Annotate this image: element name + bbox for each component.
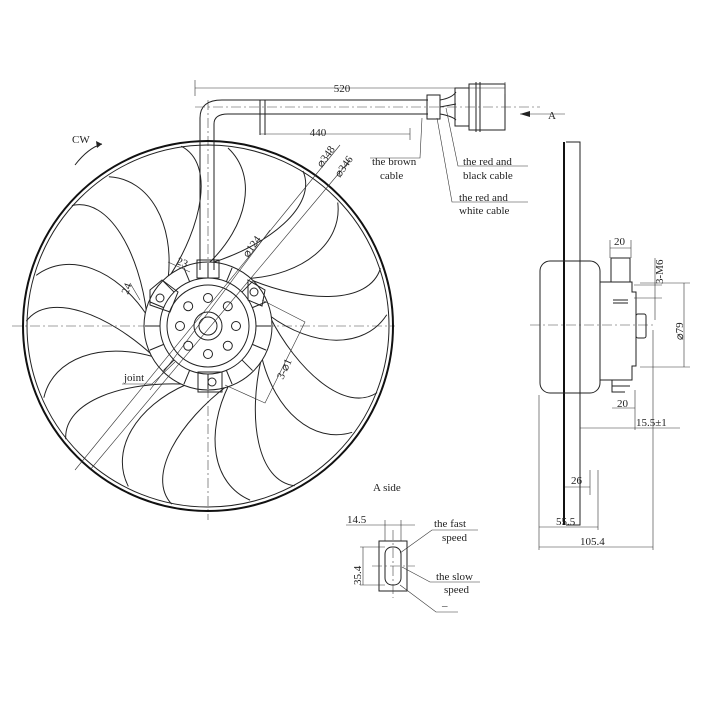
motor-hole bbox=[231, 321, 241, 331]
a-side-view: A side 14.5 35.4 the fast speed the slow… bbox=[346, 482, 480, 613]
shaft-boss bbox=[193, 311, 223, 341]
a-side-title: A side bbox=[373, 482, 401, 494]
fan-blade bbox=[254, 356, 353, 487]
dimension-3-m6: 3-M6 bbox=[654, 259, 666, 284]
fan-blade bbox=[35, 204, 148, 316]
hub-spoke bbox=[241, 359, 253, 371]
motor-hole bbox=[183, 301, 194, 312]
hub-spoke bbox=[225, 267, 233, 282]
dimension-14-5: 14.5 bbox=[347, 514, 367, 526]
brown-cable-label-2: cable bbox=[380, 170, 403, 182]
dimension-35-4: 35.4 bbox=[352, 565, 364, 585]
dimension-55-5: 55.5 bbox=[556, 516, 576, 528]
dimension-24: 24 bbox=[120, 281, 135, 296]
fan-blade bbox=[25, 306, 155, 398]
fan-blades bbox=[25, 145, 388, 505]
hub-spoke bbox=[241, 281, 253, 293]
motor-hole bbox=[222, 301, 233, 312]
dimension-d346: ⌀346 bbox=[333, 153, 356, 179]
dimension-d348: ⌀348 bbox=[315, 143, 338, 169]
mount-bracket bbox=[247, 279, 266, 307]
red-black-cable-label: the red and bbox=[463, 156, 512, 168]
motor-hole bbox=[222, 340, 233, 351]
red-black-cable-label-2: black cable bbox=[463, 170, 513, 182]
fan-shroud-outer bbox=[22, 140, 394, 512]
fast-speed-label: the fast bbox=[434, 518, 466, 530]
fan-blade bbox=[162, 383, 251, 505]
fan-blade bbox=[207, 147, 307, 265]
hub-spoke bbox=[149, 301, 164, 309]
motor-hole bbox=[203, 293, 213, 303]
fan-blade bbox=[247, 202, 381, 297]
dimension-d124: ⌀124 bbox=[241, 233, 264, 259]
view-a-marker: A bbox=[548, 110, 556, 122]
mount-bracket bbox=[149, 279, 179, 313]
rotation-direction-label: CW bbox=[72, 134, 90, 146]
hub-spoke bbox=[163, 281, 175, 293]
hub-ring bbox=[143, 261, 273, 391]
red-white-cable-label-2: white cable bbox=[459, 205, 510, 217]
red-white-cable-label: the red and bbox=[459, 192, 508, 204]
fan-shroud-inner bbox=[26, 144, 390, 508]
dimension-3-holes: 3-⌀1 bbox=[275, 357, 295, 381]
dimension-20-bottom: 20 bbox=[617, 398, 629, 410]
motor-hole bbox=[203, 349, 213, 359]
slow-speed-label: the slow bbox=[436, 571, 473, 583]
joint-label: joint bbox=[123, 372, 144, 384]
hub-spoke bbox=[183, 370, 191, 385]
motor-connector bbox=[610, 257, 631, 283]
dimension-520: 520 bbox=[334, 83, 351, 95]
hub-spoke bbox=[225, 370, 233, 385]
dimension-20-top: 20 bbox=[614, 236, 626, 248]
fast-speed-label-2: speed bbox=[442, 532, 468, 544]
fan-blade bbox=[65, 383, 187, 487]
hub-spoke bbox=[149, 343, 164, 351]
motor-holes bbox=[175, 293, 241, 359]
dimension-440: 440 bbox=[310, 127, 327, 139]
dimension-d79: ⌀79 bbox=[674, 322, 686, 340]
ground-label: – bbox=[441, 600, 448, 612]
side-view: 20 3-M6 ⌀79 20 15.5±1 26 55.5 105.4 bbox=[530, 141, 690, 550]
mount-bracket bbox=[197, 371, 223, 393]
hub-spoke bbox=[252, 343, 267, 351]
dimension-26: 26 bbox=[571, 475, 583, 487]
hub-spoke bbox=[183, 267, 191, 282]
fan-blade bbox=[268, 314, 388, 399]
motor-hole bbox=[175, 321, 185, 331]
dimension-23: 23 bbox=[175, 256, 190, 271]
front-view: 520 520 440 A the brown cable the red an… bbox=[12, 80, 565, 520]
rotation-arrow-icon bbox=[96, 141, 102, 148]
slow-speed-label-2: speed bbox=[444, 584, 470, 596]
motor-body bbox=[539, 260, 601, 394]
brown-cable-label: the brown bbox=[372, 156, 417, 168]
dimension-15-5: 15.5±1 bbox=[636, 417, 667, 429]
dimension-105-4: 105.4 bbox=[580, 536, 605, 548]
motor-hole bbox=[183, 340, 194, 351]
